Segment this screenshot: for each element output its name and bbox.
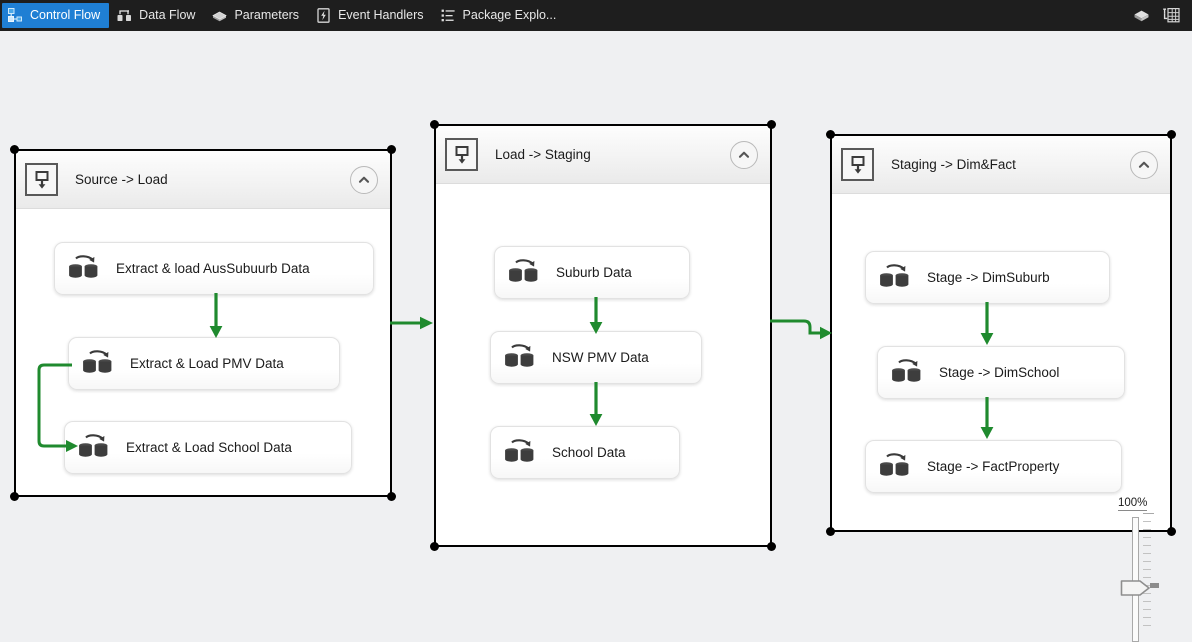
data-flow-icon <box>116 7 133 24</box>
task-label: Stage -> DimSuburb <box>927 270 1050 285</box>
container-title: Load -> Staging <box>495 147 591 162</box>
zoom-slider-thumb[interactable] <box>1120 577 1151 599</box>
container-collapse-button[interactable] <box>350 165 378 194</box>
container-body: Extract & load AusSubuurb Data Extract &… <box>16 209 390 496</box>
task-label: Extract & Load PMV Data <box>130 356 284 371</box>
event-handlers-icon <box>315 7 332 24</box>
data-flow-task-icon <box>878 452 912 481</box>
control-flow-icon <box>7 7 24 24</box>
precedence-constraint-dimschool-to-factproperty[interactable] <box>973 397 1001 445</box>
container-collapse-button[interactable] <box>1130 150 1158 179</box>
sequence-container-icon <box>841 148 874 181</box>
chevron-up-icon <box>738 151 750 158</box>
zoom-percent-label: 100% <box>1118 497 1148 511</box>
container-header[interactable]: Load -> Staging <box>436 126 770 184</box>
data-flow-task-icon <box>878 263 912 292</box>
data-flow-task-icon <box>890 358 924 387</box>
container-collapse-button[interactable] <box>730 140 758 169</box>
sequence-container-load-staging[interactable]: Load -> Staging <box>430 120 776 551</box>
tab-parameters[interactable]: Parameters <box>206 3 308 28</box>
task-label: School Data <box>552 445 626 460</box>
container-title: Staging -> Dim&Fact <box>891 157 1016 172</box>
task-extract-load-aussuburb[interactable]: Extract & load AusSubuurb Data <box>54 242 374 295</box>
zoom-current-level-mark <box>1150 583 1159 588</box>
task-stage-dimsuburb[interactable]: Stage -> DimSuburb <box>865 251 1110 304</box>
selection-handle[interactable] <box>1167 130 1176 139</box>
task-extract-load-school[interactable]: Extract & Load School Data <box>64 421 352 474</box>
package-box-icon[interactable] <box>1132 6 1151 25</box>
sequence-container-source-load[interactable]: Source -> Load <box>10 145 396 501</box>
precedence-constraint-container1-to-container2[interactable] <box>390 309 440 337</box>
precedence-constraint-pmv-to-school[interactable] <box>24 359 88 479</box>
selection-handle[interactable] <box>767 120 776 129</box>
designer-tab-bar: Control Flow Data Flow Parameters <box>0 0 1192 31</box>
tab-data-flow[interactable]: Data Flow <box>111 3 204 28</box>
sequence-container-staging-dimfact[interactable]: Staging -> Dim&Fact <box>826 130 1176 536</box>
chevron-up-icon <box>1138 161 1150 168</box>
precedence-constraint-nswpmv-to-school[interactable] <box>582 382 610 432</box>
precedence-constraint-suburb-to-nswpmv[interactable] <box>582 297 610 339</box>
task-stage-factproperty[interactable]: Stage -> FactProperty <box>865 440 1122 493</box>
container-header[interactable]: Staging -> Dim&Fact <box>832 136 1170 194</box>
zoom-slider-ticks <box>1143 513 1154 633</box>
task-suburb-data[interactable]: Suburb Data <box>494 246 690 299</box>
tab-control-flow-label: Control Flow <box>30 8 101 23</box>
package-explorer-icon <box>440 7 457 24</box>
data-flow-task-icon <box>503 438 537 467</box>
task-extract-load-pmv[interactable]: Extract & Load PMV Data <box>68 337 340 390</box>
selection-handle[interactable] <box>430 542 439 551</box>
task-school-data[interactable]: School Data <box>490 426 680 479</box>
task-label: Extract & load AusSubuurb Data <box>116 261 310 276</box>
container-header[interactable]: Source -> Load <box>16 151 390 209</box>
variables-grid-icon[interactable] <box>1162 6 1181 25</box>
selection-handle[interactable] <box>387 145 396 154</box>
precedence-constraint-aussuburb-to-pmv[interactable] <box>202 293 230 343</box>
tab-package-explorer-label: Package Explo... <box>462 8 557 23</box>
parameters-icon <box>211 7 228 24</box>
task-label: NSW PMV Data <box>552 350 649 365</box>
selection-handle[interactable] <box>10 145 19 154</box>
data-flow-task-icon <box>503 343 537 372</box>
selection-handle[interactable] <box>10 492 19 501</box>
data-flow-task-icon <box>67 254 101 283</box>
task-label: Stage -> DimSchool <box>939 365 1060 380</box>
tab-bar-right-icons <box>1132 6 1192 25</box>
container-body: Stage -> DimSuburb Stage -> DimSchool <box>832 194 1170 531</box>
selection-handle[interactable] <box>387 492 396 501</box>
selection-handle[interactable] <box>767 542 776 551</box>
tab-event-handlers-label: Event Handlers <box>338 8 424 23</box>
task-label: Stage -> FactProperty <box>927 459 1060 474</box>
selection-handle[interactable] <box>826 527 835 536</box>
sequence-container-icon <box>25 163 58 196</box>
selection-handle[interactable] <box>1167 527 1176 536</box>
sequence-container-icon <box>445 138 478 171</box>
task-label: Extract & Load School Data <box>126 440 292 455</box>
tab-parameters-label: Parameters <box>234 8 300 23</box>
tab-data-flow-label: Data Flow <box>139 8 196 23</box>
zoom-slider-control[interactable]: 100% <box>1112 497 1174 642</box>
data-flow-task-icon <box>81 349 115 378</box>
tab-event-handlers[interactable]: Event Handlers <box>310 3 432 28</box>
precedence-constraint-container2-to-container3[interactable] <box>770 312 834 346</box>
selection-handle[interactable] <box>826 130 835 139</box>
precedence-constraint-dimsuburb-to-dimschool[interactable] <box>973 302 1001 350</box>
control-flow-canvas[interactable]: Source -> Load <box>0 31 1192 642</box>
chevron-up-icon <box>358 176 370 183</box>
data-flow-task-icon <box>507 258 541 287</box>
selection-handle[interactable] <box>430 120 439 129</box>
task-stage-dimschool[interactable]: Stage -> DimSchool <box>877 346 1125 399</box>
task-label: Suburb Data <box>556 265 632 280</box>
tab-package-explorer[interactable]: Package Explo... <box>435 3 566 28</box>
container-body: Suburb Data NSW PMV Data <box>436 184 770 546</box>
tab-control-flow[interactable]: Control Flow <box>2 3 110 28</box>
data-flow-task-icon <box>77 433 111 462</box>
container-title: Source -> Load <box>75 172 168 187</box>
